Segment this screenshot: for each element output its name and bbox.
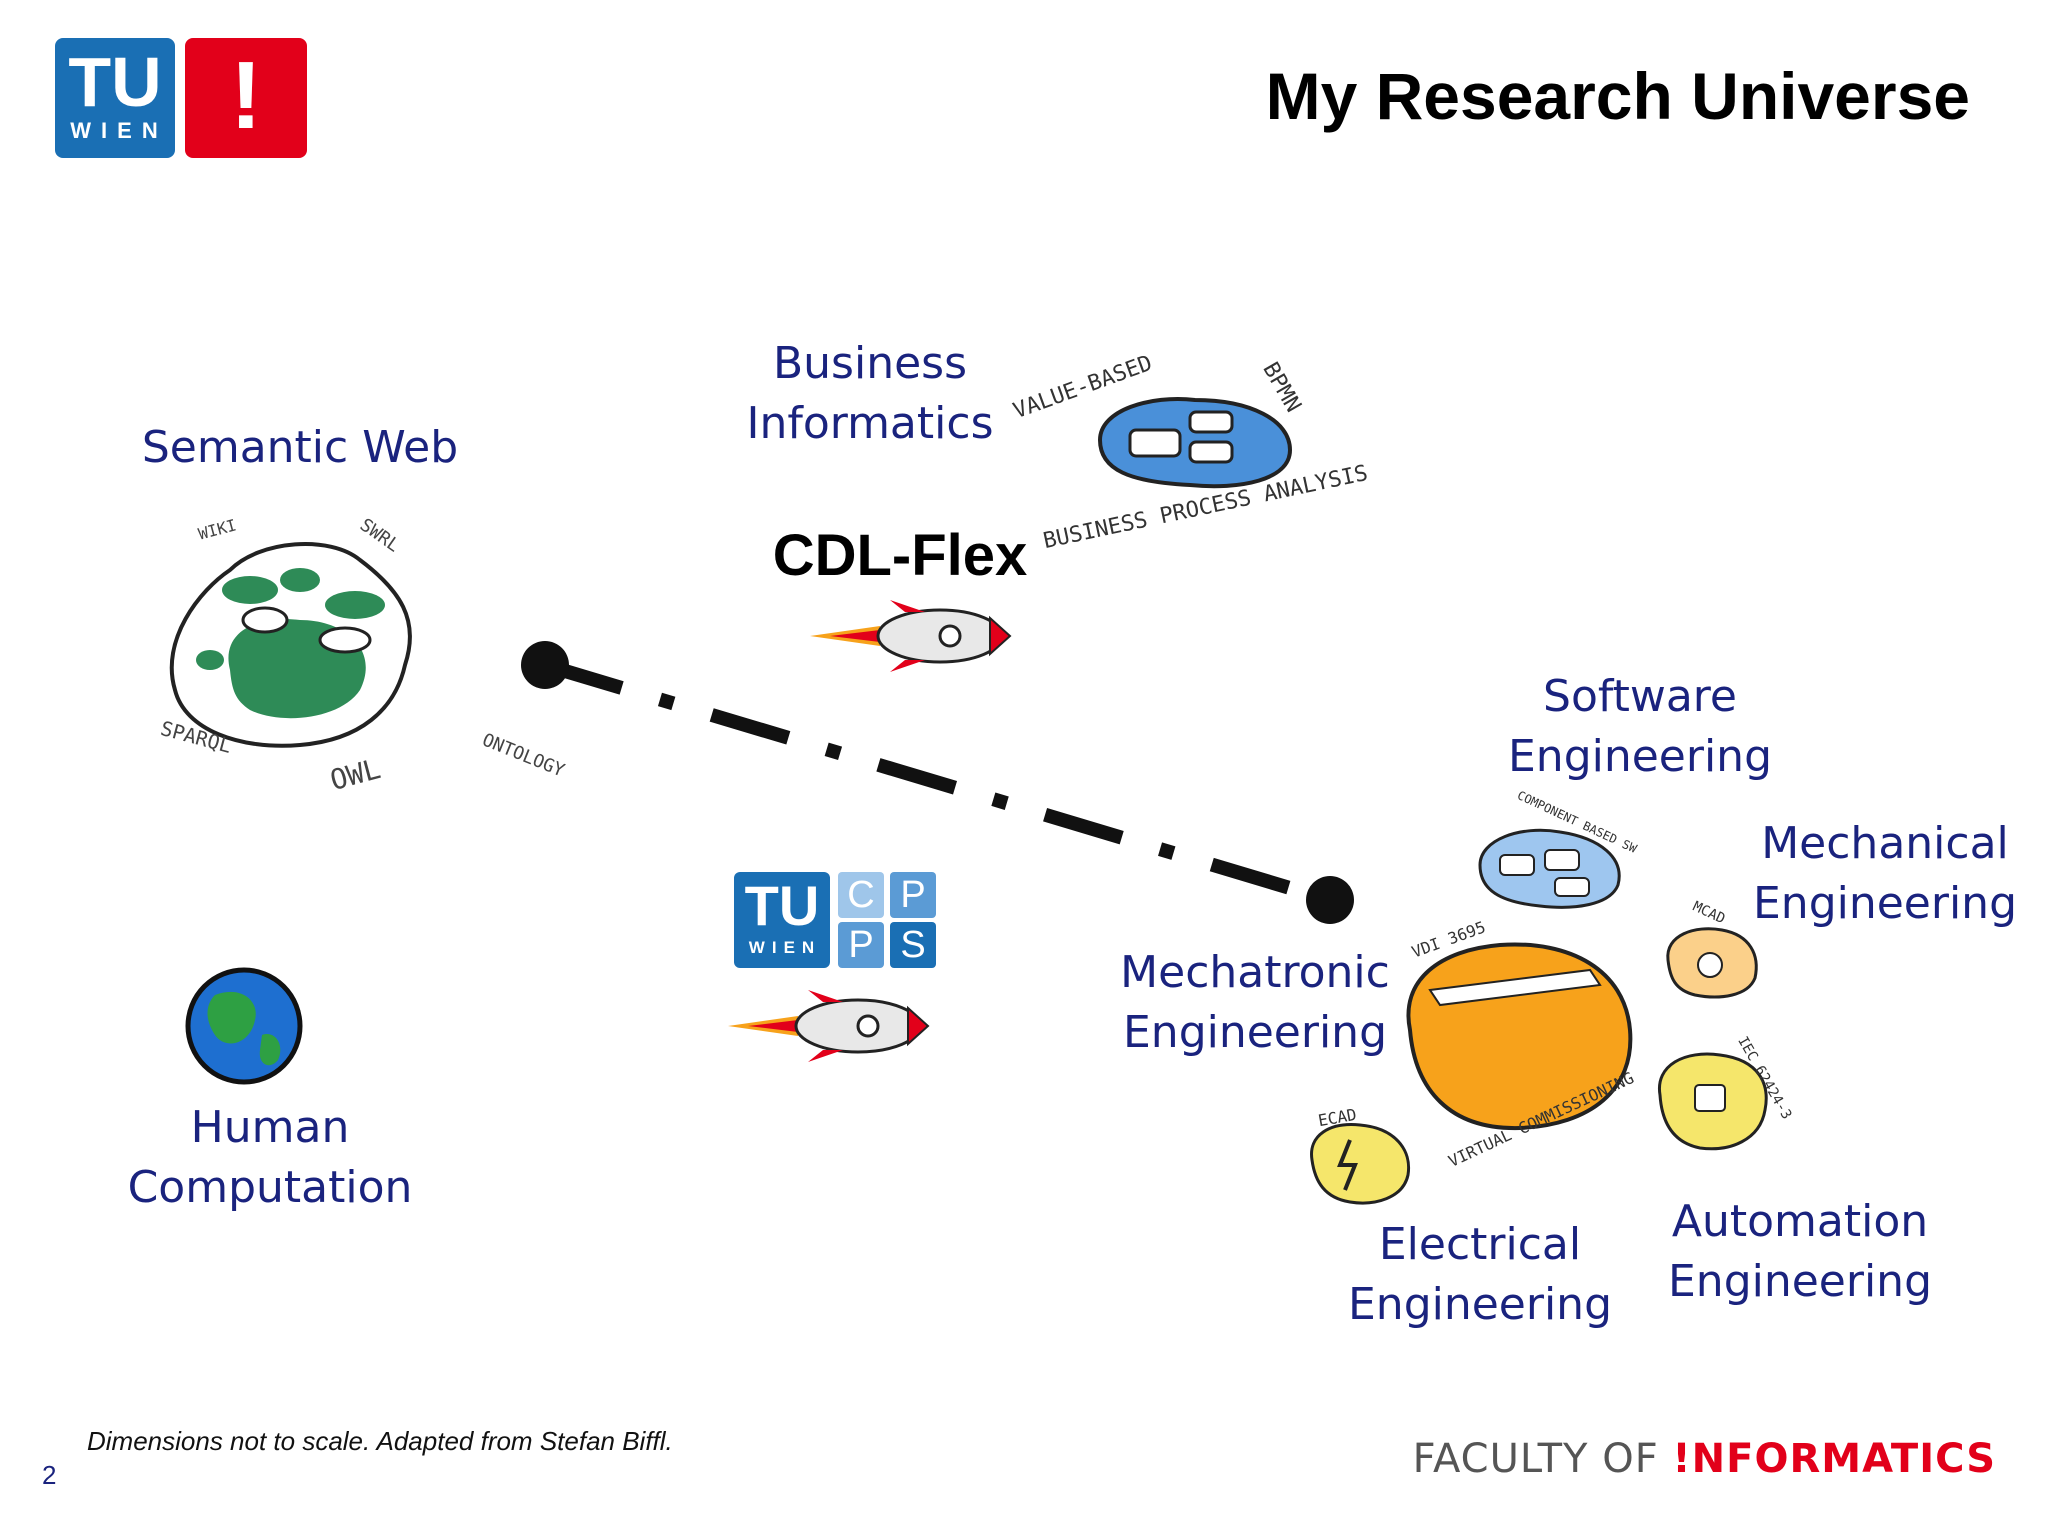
label-cdl-flex: CDL-Flex (772, 523, 1028, 588)
semantic-web-sketch-icon (169, 542, 412, 748)
label-software-engineering: Software Engineering (1480, 667, 1800, 787)
label-electrical-engineering-line2: Engineering (1348, 1279, 1612, 1330)
rocket-icon-cdl (810, 600, 1012, 672)
label-human-computation-line2: Computation (127, 1162, 413, 1213)
mechatronic-engineering-sketch-icon (1406, 942, 1633, 1131)
tu-logo-red-block: ! (185, 38, 307, 158)
faculty-prefix: FACULTY OF (1412, 1436, 1673, 1482)
tu-wien-logo[interactable]: TU WIEN ! (55, 38, 307, 158)
cpps-letter-s: S (890, 922, 936, 968)
label-electrical-engineering-line1: Electrical (1378, 1219, 1582, 1270)
label-mechatronic-engineering-line2: Engineering (1123, 1007, 1387, 1058)
label-human-computation: Human Computation (110, 1098, 430, 1218)
cpps-letter-p1: P (890, 872, 936, 918)
label-mechatronic-engineering-line1: Mechatronic (1120, 947, 1390, 998)
cpps-letter-p2: P (838, 922, 884, 968)
globe-icon (185, 967, 303, 1085)
tu-logo-exclamation: ! (230, 42, 262, 149)
footnote: Dimensions not to scale. Adapted from St… (87, 1426, 673, 1456)
faculty-logo[interactable]: FACULTY OF !NFORMATICS (1413, 1436, 1996, 1482)
label-mechanical-engineering: Mechanical Engineering (1725, 814, 2045, 934)
slide-title: My Research Universe (1265, 59, 1970, 133)
label-mechanical-engineering-line2: Engineering (1753, 878, 2017, 929)
label-electrical-engineering: Electrical Engineering (1320, 1215, 1640, 1335)
trajectory-dash-line (542, 658, 1333, 907)
automation-engineering-sketch-icon (1658, 1052, 1768, 1151)
mechanical-engineering-sketch-icon (1666, 927, 1758, 999)
label-automation-engineering-line1: Automation (1671, 1196, 1929, 1247)
page-number: 2 (42, 1460, 57, 1490)
label-automation-engineering: Automation Engineering (1640, 1192, 1960, 1312)
label-mechanical-engineering-line1: Mechanical (1761, 818, 2009, 869)
faculty-name: !NFORMATICS (1672, 1436, 1996, 1482)
label-semantic-web-text: Semantic Web (141, 422, 459, 473)
software-engineering-sketch-icon (1478, 828, 1621, 909)
cpps-logo-tu-block: TU WIEN (734, 872, 830, 968)
label-business-informatics: Business Informatics (720, 334, 1020, 454)
label-semantic-web: Semantic Web (120, 418, 480, 478)
cpps-letter-c: C (838, 872, 884, 918)
tu-logo-wien: WIEN (70, 118, 168, 143)
cpps-logo-wien: WIEN (748, 938, 822, 957)
cpps-logo: TU WIEN C P P S (734, 872, 938, 968)
trajectory-start-dot (521, 641, 569, 689)
trajectory-end-dot (1306, 876, 1354, 924)
electrical-engineering-sketch-icon (1310, 1123, 1411, 1205)
tu-logo-letters: TU (68, 43, 162, 121)
label-mechatronic-engineering: Mechatronic Engineering (1095, 943, 1415, 1063)
rocket-icon-cpps (728, 990, 930, 1062)
label-human-computation-line1: Human (190, 1102, 350, 1153)
label-automation-engineering-line2: Engineering (1668, 1256, 1932, 1307)
label-business-informatics-line1: Business (772, 338, 968, 389)
label-software-engineering-line2: Engineering (1508, 731, 1772, 782)
label-business-informatics-line2: Informatics (746, 398, 994, 449)
business-informatics-sketch-icon (1097, 397, 1293, 489)
tu-logo-blue-block: TU WIEN (55, 38, 175, 158)
cpps-logo-tu: TU (744, 874, 820, 937)
label-software-engineering-line1: Software (1543, 671, 1737, 722)
